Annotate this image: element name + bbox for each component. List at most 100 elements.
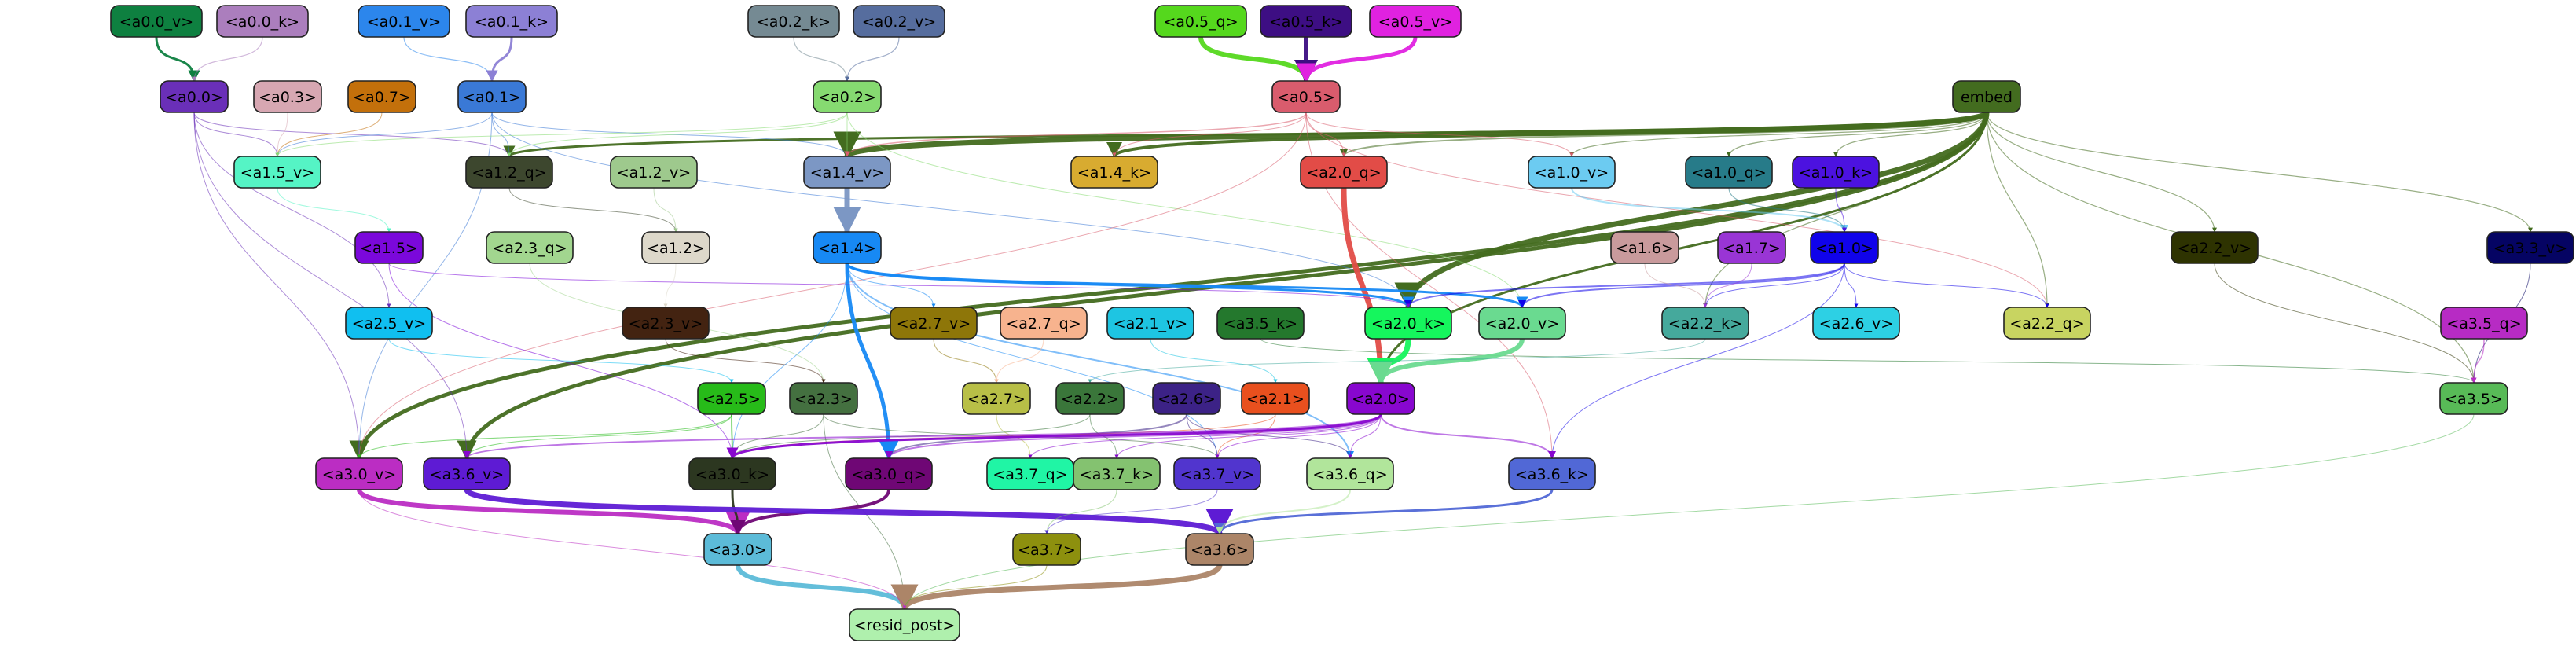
edge-a1-0-to-a3-6_k [1550,263,1845,459]
node-a0-5_v[interactable]: <a0.5_v> [1369,5,1462,38]
node-resid_post[interactable]: <resid_post> [849,608,960,641]
node-a2-2[interactable]: <a2.2> [1055,382,1125,415]
node-a2-0_q[interactable]: <a2.0_q> [1300,156,1388,189]
edge-a1-0_k-to-a1-0 [1835,187,1847,233]
edge-a0-5-to-a3-0_v [357,112,1307,459]
node-a3-6_k[interactable]: <a3.6_k> [1508,457,1596,490]
edge-a0-0_v-to-a0-0 [155,36,200,83]
node-a3-5[interactable]: <a3.5> [2439,382,2508,415]
node-a2-1[interactable]: <a2.1> [1241,382,1310,415]
node-box [2171,231,2259,264]
node-a2-2_k[interactable]: <a2.2_k> [1661,307,1749,340]
node-a1-2_q[interactable]: <a1.2_q> [465,156,553,189]
node-a1-5_v[interactable]: <a1.5_v> [233,156,321,189]
node-a1-4[interactable]: <a1.4> [813,231,882,264]
node-a1-7[interactable]: <a1.7> [1717,231,1786,264]
node-a0-1_v[interactable]: <a0.1_v> [358,5,450,38]
node-a0-2[interactable]: <a0.2> [813,80,882,113]
node-label: <a0.3> [259,89,317,106]
node-a1-6[interactable]: <a1.6> [1610,231,1679,264]
edge-a1-4-to-a3-6_q [846,263,1354,459]
edge-a3-7-to-resid_post [902,564,1048,610]
node-a0-2_k[interactable]: <a0.2_k> [747,5,840,38]
node-label: <a0.2_v> [862,13,936,31]
node-label: <a3.6_q> [1312,466,1387,483]
node-a0-0_k[interactable]: <a0.0_k> [216,5,309,38]
node-label: <a2.2_q> [2009,315,2084,332]
node-a3-0_v[interactable]: <a3.0_v> [315,457,403,490]
node-a3-6_q[interactable]: <a3.6_q> [1306,457,1394,490]
node-a0-2_v[interactable]: <a0.2_v> [853,5,945,38]
node-a3-5_q[interactable]: <a3.5_q> [2440,307,2528,340]
node-a0-1_k[interactable]: <a0.1_k> [465,5,558,38]
node-a0-3[interactable]: <a0.3> [253,80,322,113]
node-a3-7_k[interactable]: <a3.7_k> [1073,457,1161,490]
node-box [1661,307,1749,340]
node-a0-1[interactable]: <a0.1> [457,80,527,113]
node-a2-1_v[interactable]: <a2.1_v> [1106,307,1194,340]
node-a2-6_v[interactable]: <a2.6_v> [1812,307,1900,340]
node-a2-0_k[interactable]: <a2.0_k> [1364,307,1452,340]
node-a3-7_q[interactable]: <a3.7_q> [986,457,1074,490]
node-a2-5[interactable]: <a2.5> [697,382,766,415]
node-a1-0_q[interactable]: <a1.0_q> [1685,156,1773,189]
node-a2-3_v[interactable]: <a2.3_v> [622,307,710,340]
node-box [747,5,840,38]
node-a0-5[interactable]: <a0.5> [1271,80,1341,113]
node-a0-0[interactable]: <a0.0> [160,80,229,113]
node-a1-0[interactable]: <a1.0> [1810,231,1879,264]
node-box [1300,156,1388,189]
edge-a0-0-to-a3-0_v [193,112,361,459]
node-a1-0_v[interactable]: <a1.0_v> [1528,156,1616,189]
node-a2-6[interactable]: <a2.6> [1152,382,1221,415]
node-a1-4_k[interactable]: <a1.4_k> [1070,156,1158,189]
node-box [2003,307,2091,340]
edge-a1-0_v-to-a1-0 [1571,187,1848,233]
node-a3-0[interactable]: <a3.0> [703,533,772,566]
node-a1-2[interactable]: <a1.2> [641,231,710,264]
node-label: <a2.0> [1352,391,1410,408]
node-a1-5[interactable]: <a1.5> [354,231,424,264]
node-a2-7_q[interactable]: <a2.7_q> [1000,307,1088,340]
node-a2-0[interactable]: <a2.0> [1346,382,1415,415]
node-box [1812,307,1900,340]
node-embed[interactable]: embed [1952,80,2021,113]
node-label: <a2.7_q> [1006,315,1081,332]
node-a0-7[interactable]: <a0.7> [347,80,416,113]
node-layer: <a0.0_v> <a0.0_k> <a0.1_v> <a0.1_k> <a0.2_k>… [110,5,2574,641]
edge-a3-6-to-resid_post [890,564,1223,612]
edge-a3-5_q-to-a3-5 [2471,338,2485,384]
node-a2-2_v[interactable]: <a2.2_v> [2171,231,2259,264]
node-a0-5_q[interactable]: <a0.5_q> [1154,5,1247,38]
node-a3-6_v[interactable]: <a3.6_v> [423,457,511,490]
node-a3-7_v[interactable]: <a3.7_v> [1173,457,1261,490]
node-a3-7[interactable]: <a3.7> [1012,533,1081,566]
node-label: <a1.6> [1616,240,1674,257]
node-a3-0_q[interactable]: <a3.0_q> [845,457,933,490]
node-a2-7[interactable]: <a2.7> [962,382,1031,415]
node-box [697,382,766,415]
node-a2-0_v[interactable]: <a2.0_v> [1478,307,1566,340]
node-a3-6[interactable]: <a3.6> [1185,533,1254,566]
node-label: <a1.2> [647,240,705,257]
node-a2-7_v[interactable]: <a2.7_v> [890,307,978,340]
node-a2-2_q[interactable]: <a2.2_q> [2003,307,2091,340]
edge-a3-0_v-to-resid_post [358,489,907,610]
node-a3-0_k[interactable]: <a3.0_k> [688,457,776,490]
edge-a2-1_v-to-a2-1 [1150,338,1278,384]
node-a2-3[interactable]: <a2.3> [789,382,858,415]
node-a1-4_v[interactable]: <a1.4_v> [803,156,891,189]
node-a3-3_v[interactable]: <a3.3_v> [2486,231,2574,264]
node-a3-5_k[interactable]: <a3.5_k> [1216,307,1305,340]
node-a2-5_v[interactable]: <a2.5_v> [345,307,433,340]
edge-embed-to-a1-4_v [834,109,1990,160]
node-a1-2_v[interactable]: <a1.2_v> [610,156,698,189]
node-label: <resid_post> [854,617,956,634]
edge-a0-0-to-a2-5_v [193,112,391,308]
node-a1-0_k[interactable]: <a1.0_k> [1792,156,1880,189]
node-a2-3_q[interactable]: <a2.3_q> [486,231,574,264]
node-a0-5_k[interactable]: <a0.5_k> [1260,5,1352,38]
edge-embed-to-a1-2_q [504,111,1988,158]
node-a0-0_v[interactable]: <a0.0_v> [110,5,203,38]
